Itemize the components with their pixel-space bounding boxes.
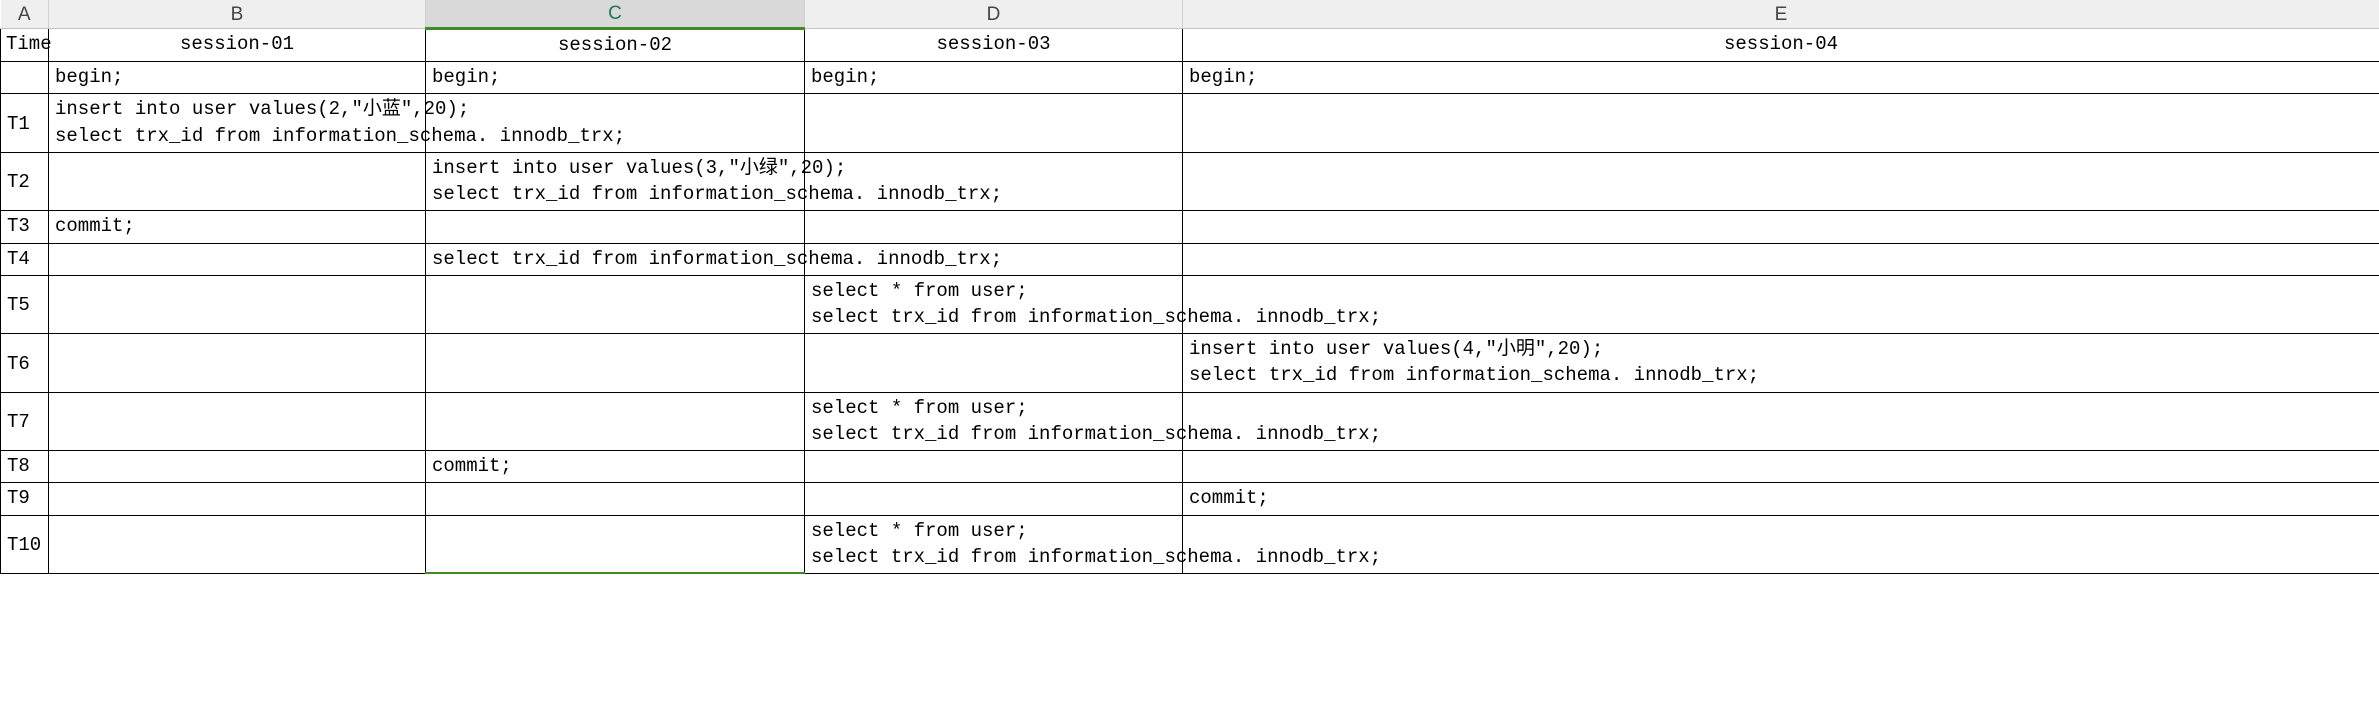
cell-s3[interactable] bbox=[804, 333, 1183, 393]
cell-s3[interactable]: begin; bbox=[804, 61, 1183, 95]
cell-s3[interactable] bbox=[804, 93, 1183, 153]
row-label[interactable]: T2 bbox=[0, 151, 49, 212]
cell-s1[interactable]: begin; bbox=[48, 61, 426, 95]
table-row: T10 select * from user; select trx_id fr… bbox=[0, 514, 2379, 575]
table-row: T5 select * from user; select trx_id fro… bbox=[0, 274, 2379, 335]
header-cell-session-04[interactable]: session-04 bbox=[1182, 27, 2379, 63]
cell-s2[interactable]: select trx_id from information_schema. i… bbox=[425, 242, 1002, 276]
header-cell-session-02[interactable]: session-02 bbox=[425, 27, 805, 63]
table-row: T7 select * from user; select trx_id fro… bbox=[0, 391, 2379, 452]
column-header-b[interactable]: B bbox=[48, 0, 426, 29]
table-row: T8 commit; bbox=[0, 450, 2379, 484]
column-header-e[interactable]: E bbox=[1182, 0, 2379, 29]
row-label[interactable]: T10 bbox=[0, 514, 49, 574]
cell-s2[interactable]: insert into user values(3,"小绿",20); sele… bbox=[425, 151, 1002, 212]
row-label[interactable]: T7 bbox=[0, 391, 49, 452]
cell-s4[interactable] bbox=[1182, 450, 2379, 484]
cell-s1[interactable]: commit; bbox=[48, 210, 426, 244]
cell-s1[interactable] bbox=[48, 514, 426, 574]
table-row: T6 insert into user values(4,"小明",20); s… bbox=[0, 333, 2379, 393]
cell-s2[interactable] bbox=[425, 210, 805, 244]
cell-s1[interactable] bbox=[48, 450, 426, 484]
cell-s3[interactable] bbox=[804, 151, 1183, 212]
cell-s1[interactable]: insert into user values(2,"小蓝",20); sele… bbox=[48, 93, 625, 153]
table-row: T2 insert into user values(3,"小绿",20); s… bbox=[0, 151, 2379, 212]
cell-s4[interactable] bbox=[1182, 210, 2379, 244]
cell-s3[interactable] bbox=[804, 242, 1183, 276]
grid-body: Time session-01 session-02 session-03 se… bbox=[0, 27, 2379, 575]
cell-s1[interactable] bbox=[48, 274, 426, 335]
cell-s1[interactable] bbox=[48, 242, 426, 276]
table-header-row: Time session-01 session-02 session-03 se… bbox=[0, 27, 2379, 63]
row-label[interactable]: T6 bbox=[0, 333, 49, 393]
cell-s4[interactable]: commit; bbox=[1182, 482, 2379, 516]
row-label[interactable]: T9 bbox=[0, 482, 49, 516]
column-header-a[interactable]: A bbox=[0, 0, 49, 29]
cell-s1[interactable] bbox=[48, 482, 426, 516]
cell-s4[interactable] bbox=[1182, 93, 2379, 153]
cell-s2[interactable] bbox=[425, 391, 805, 452]
cell-s4[interactable] bbox=[1182, 391, 2379, 452]
row-label[interactable]: T8 bbox=[0, 450, 49, 484]
cell-s3[interactable] bbox=[804, 210, 1183, 244]
column-header-row: A B C D E bbox=[0, 0, 2379, 30]
header-cell-session-01[interactable]: session-01 bbox=[48, 27, 426, 63]
cell-s2[interactable] bbox=[425, 333, 805, 393]
cell-s4[interactable] bbox=[1182, 242, 2379, 276]
header-cell-time[interactable]: Time bbox=[0, 27, 52, 63]
cell-s2[interactable] bbox=[425, 514, 805, 575]
row-label[interactable]: T1 bbox=[0, 93, 49, 153]
cell-s4[interactable] bbox=[1182, 514, 2379, 574]
cell-s1[interactable] bbox=[48, 333, 426, 393]
cell-s2[interactable] bbox=[425, 482, 805, 516]
cell-s3[interactable]: select * from user; select trx_id from i… bbox=[804, 514, 1381, 574]
header-cell-session-03[interactable]: session-03 bbox=[804, 27, 1183, 63]
table-row: begin; begin; begin; begin; bbox=[0, 61, 2379, 95]
cell-s2[interactable]: commit; bbox=[425, 450, 805, 484]
cell-s4[interactable] bbox=[1182, 151, 2379, 212]
cell-s3[interactable]: select * from user; select trx_id from i… bbox=[804, 391, 1381, 452]
table-row: T1 insert into user values(2,"小蓝",20); s… bbox=[0, 93, 2379, 153]
cell-s2[interactable]: begin; bbox=[425, 61, 805, 95]
row-label[interactable]: T4 bbox=[0, 242, 49, 276]
cell-s2[interactable] bbox=[425, 274, 805, 335]
table-row: T9 commit; bbox=[0, 482, 2379, 516]
cell-s3[interactable] bbox=[804, 482, 1183, 516]
row-label[interactable]: T3 bbox=[0, 210, 49, 244]
cell-s1[interactable] bbox=[48, 391, 426, 452]
cell-s2[interactable] bbox=[425, 93, 805, 153]
column-header-d[interactable]: D bbox=[804, 0, 1183, 29]
cell-s4[interactable]: insert into user values(4,"小明",20); sele… bbox=[1182, 333, 2379, 393]
column-header-c-selected[interactable]: C bbox=[425, 0, 805, 30]
row-label[interactable]: T5 bbox=[0, 274, 49, 335]
cell-s4[interactable]: begin; bbox=[1182, 61, 2379, 95]
cell-s1[interactable] bbox=[48, 151, 426, 212]
cell-s3[interactable]: select * from user; select trx_id from i… bbox=[804, 274, 1381, 335]
table-row: T3 commit; bbox=[0, 210, 2379, 244]
cell-s3[interactable] bbox=[804, 450, 1183, 484]
row-label[interactable] bbox=[0, 61, 49, 95]
table-row: T4 select trx_id from information_schema… bbox=[0, 242, 2379, 276]
spreadsheet-grid: A B C D E Time session-01 session-02 ses… bbox=[0, 0, 2379, 575]
